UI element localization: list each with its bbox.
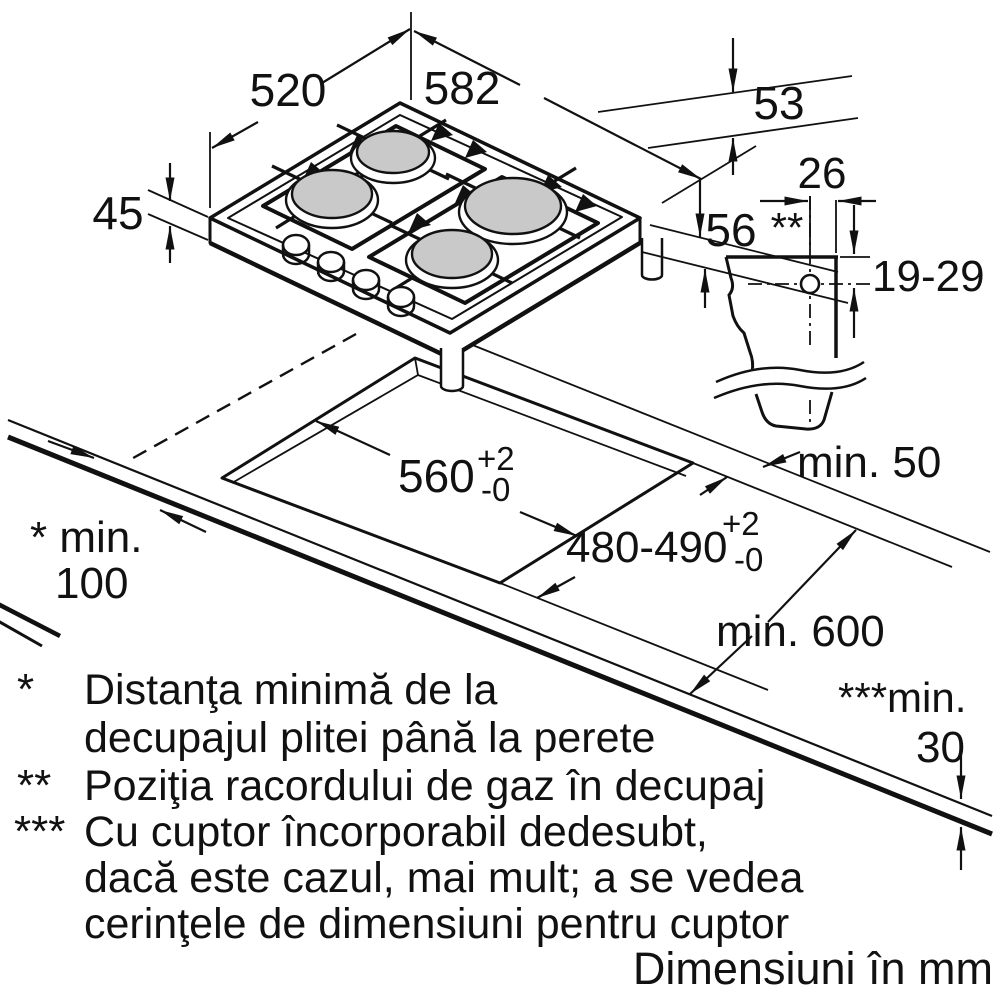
burner-back-right (457, 176, 569, 246)
dim-560-label: 560 (398, 450, 475, 502)
footnote-2-marker: ** (17, 761, 51, 810)
hob-foot-front (439, 348, 465, 393)
detail-torn-left-edge (724, 256, 755, 373)
dim-56: 56 (641, 178, 849, 308)
hob-tray-top (208, 101, 642, 335)
footnote-1-marker: * (17, 665, 34, 714)
footnote-3-line-2: dacă este cazul, mai mult; a se vedea (84, 854, 804, 902)
hob-foot-right (640, 238, 664, 281)
footnote-3-marker: *** (14, 807, 65, 856)
dim-560-tol-plus: +2 (477, 440, 515, 477)
worktop-front-edge-top (7, 418, 993, 818)
pan-support-right (367, 175, 600, 305)
dim-56-label: 56 (705, 204, 756, 256)
dim-45: 45 (92, 163, 209, 263)
dim-480-490-label: 480-490 (566, 523, 727, 572)
burner-front-left (284, 168, 380, 230)
units-note: Dimensiuni în mm (633, 943, 993, 994)
dim-front-clearance: min. 50 (762, 438, 941, 487)
detail-bottom-piece (754, 391, 834, 431)
hob-isometric-view: 520 582 53 45 56 (92, 12, 859, 393)
min-100-label: * min. (30, 513, 142, 562)
dim-45-label: 45 (92, 187, 143, 239)
min-600-label: min. 600 (716, 607, 885, 656)
break-gap (712, 361, 869, 395)
dim-53: 53 (597, 38, 859, 175)
dim-520: 520 (209, 12, 412, 208)
dim-480-490-tol-minus: -0 (734, 541, 763, 578)
dim-26-label: 26 (798, 149, 847, 198)
cutout-inner-rim (231, 357, 687, 484)
dim-wall-clearance: * min. 100 (30, 439, 207, 608)
gas-position-marker: ** (771, 204, 804, 251)
footnote-3-line-1: Cu cuptor încorporabil dedesubt, (84, 808, 708, 856)
dim-53-label: 53 (753, 77, 804, 129)
dim-19-29: 19-29 (840, 205, 985, 338)
dim-oven-clearance: ***min. 30 (838, 674, 966, 870)
dim-26: 26 ** (760, 149, 876, 253)
dim-19-29-label: 19-29 (872, 252, 985, 301)
footnote-1-line-1: Distanţa minimă de la (84, 666, 498, 714)
dim-480-490-tol-plus: +2 (722, 505, 760, 542)
control-knobs (281, 233, 416, 318)
min-100-value: 100 (55, 559, 128, 608)
gas-connection-detail-view: 26 ** 19-29 (712, 149, 985, 431)
min-30-label: ***min. (838, 674, 966, 721)
min-30-value: 30 (916, 723, 965, 772)
hob-edge-projection-line (449, 335, 991, 553)
worktop-corner-edge-2 (0, 620, 43, 648)
gas-connection-hole (799, 273, 821, 295)
dim-worktop-depth: min. 600 (689, 529, 885, 695)
dim-582-label: 582 (424, 62, 501, 114)
min-50-label: min. 50 (797, 438, 941, 487)
footnote-3-line-3: cerinţele de dimensiuni pentru cuptor (84, 900, 789, 948)
cutout-bottom-extension (499, 582, 769, 691)
projection-dashed-line (125, 332, 357, 464)
burner-front-right (404, 228, 500, 290)
break-line-2 (713, 376, 867, 400)
footnote-1-line-2: decupajul plitei până la perete (84, 714, 655, 762)
dim-560-tol-minus: -0 (481, 471, 510, 508)
cutout-right-extension (692, 462, 953, 568)
worktop-corner-edge (0, 602, 62, 638)
break-line-1 (715, 360, 865, 384)
burner-back-left (349, 129, 437, 185)
dim-520-label: 520 (250, 64, 327, 116)
worktop-cutout-view: 560 +2 -0 480-490 +2 -0 min. 50 * min. 1… (0, 332, 993, 870)
dim-cutout-depth: 480-490 +2 -0 (536, 476, 763, 599)
dim-582: 582 (413, 30, 757, 204)
footnotes: * Distanţa minimă de la decupajul plitei… (14, 665, 804, 948)
dim-cutout-width: 560 +2 -0 (315, 420, 578, 538)
worktop-front-edge-bottom (7, 434, 993, 837)
footnote-2-line-1: Poziţia racordului de gaz în decupaj (84, 762, 765, 810)
